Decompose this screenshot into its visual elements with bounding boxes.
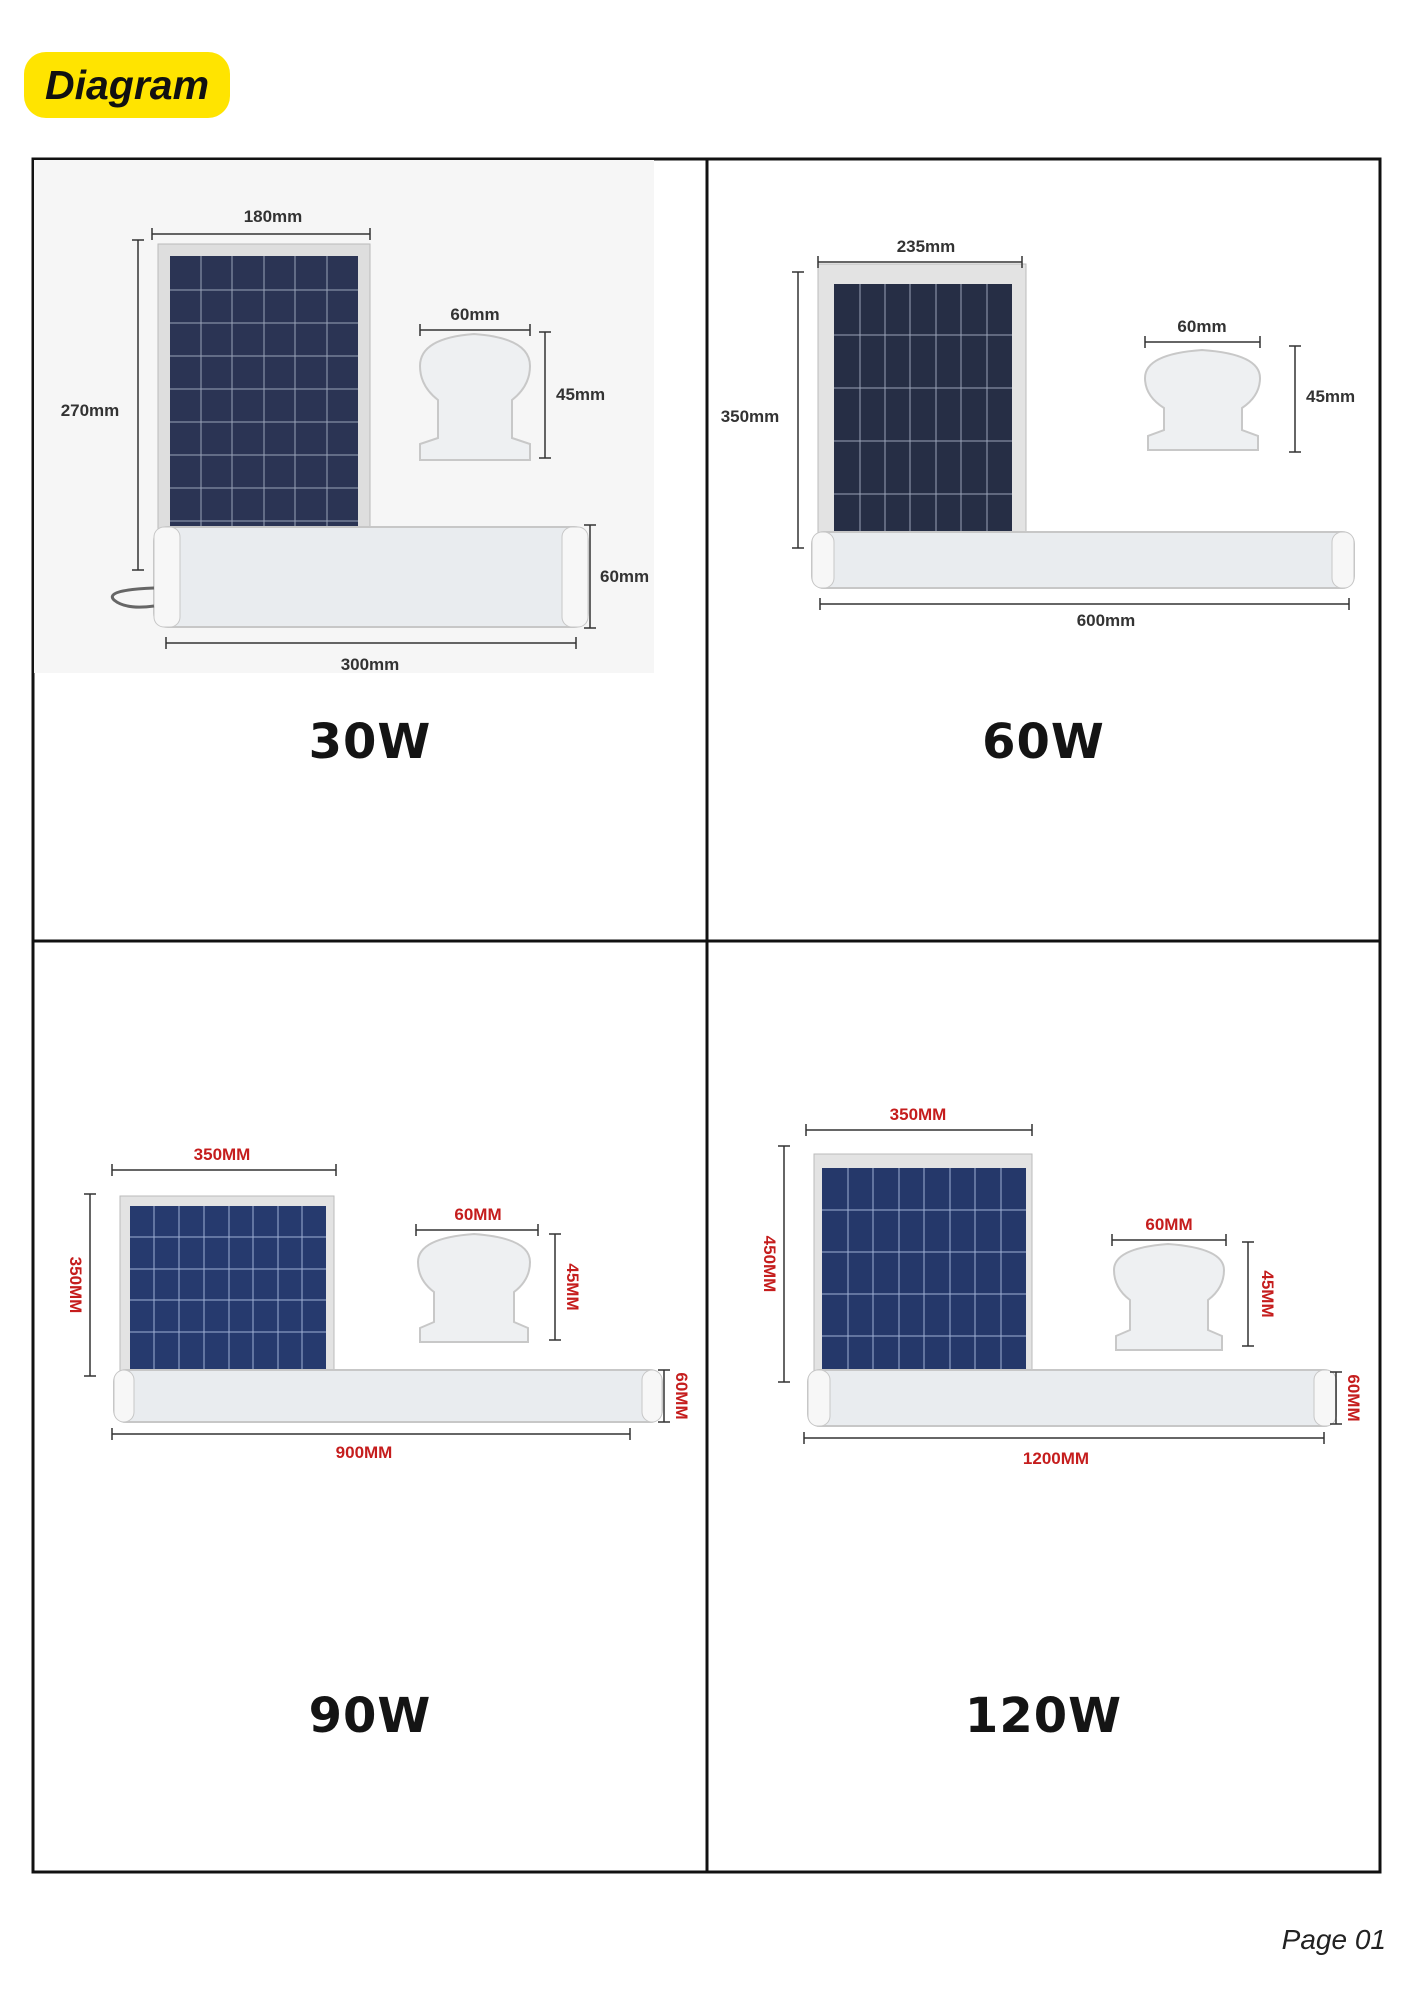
wattage-label: 120W — [964, 1688, 1123, 1744]
tube-height-label: 60MM — [672, 1372, 691, 1419]
panel-height-label: 350MM — [66, 1257, 85, 1314]
product-cell-30w: 180mm 270mm 60mm 45mm 60mm 300mm 30W — [34, 160, 706, 940]
product-cell-90w: 350MM 350MM 60MM 45MM 60MM 900MM 90W — [34, 942, 706, 1871]
page-number: Page 01 — [1281, 1924, 1386, 1955]
product-illustration-30w: 180mm 270mm 60mm 45mm 60mm 300mm — [34, 160, 654, 674]
tube-length-label: 600mm — [1077, 611, 1136, 630]
cap-height-label: 45mm — [1306, 387, 1355, 406]
panel-width-label: 350MM — [890, 1105, 947, 1124]
cap-height-label: 45MM — [563, 1263, 582, 1310]
diagram-badge: Diagram — [24, 52, 230, 118]
panel-height-label: 350mm — [721, 407, 780, 426]
wattage-label: 60W — [982, 714, 1105, 770]
cap-width-label: 60mm — [1177, 317, 1226, 336]
tube-length-label: 1200MM — [1023, 1449, 1089, 1468]
product-illustration-90w: 350MM 350MM 60MM 45MM 60MM 900MM — [66, 1145, 691, 1462]
tube-height-label: 60MM — [1344, 1374, 1363, 1421]
wattage-label: 30W — [308, 714, 432, 770]
wattage-label: 90W — [308, 1688, 432, 1744]
cap-width-label: 60MM — [454, 1205, 501, 1224]
panel-height-label: 450MM — [760, 1236, 779, 1293]
tube-length-label: 900MM — [336, 1443, 393, 1462]
product-illustration-120w: 350MM 450MM 60MM 45MM 60MM 1200MM — [760, 1105, 1363, 1468]
product-cell-120w: 350MM 450MM 60MM 45MM 60MM 1200MM 120W — [708, 942, 1379, 1871]
panel-height-label: 270mm — [61, 401, 120, 420]
product-illustration-60w: 235mm 350mm 60mm 45mm 600mm — [721, 237, 1355, 630]
product-cell-60w: 235mm 350mm 60mm 45mm 600mm 60W — [708, 160, 1379, 940]
panel-width-label: 350MM — [194, 1145, 251, 1164]
panel-width-label: 180mm — [244, 207, 303, 226]
cap-height-label: 45MM — [1258, 1270, 1277, 1317]
diagram-title: Diagram — [44, 61, 210, 108]
cap-height-label: 45mm — [556, 385, 605, 404]
tube-height-label: 60mm — [600, 567, 649, 586]
cap-width-label: 60MM — [1145, 1215, 1192, 1234]
cap-width-label: 60mm — [450, 305, 499, 324]
tube-length-label: 300mm — [341, 655, 400, 674]
panel-width-label: 235mm — [897, 237, 956, 256]
